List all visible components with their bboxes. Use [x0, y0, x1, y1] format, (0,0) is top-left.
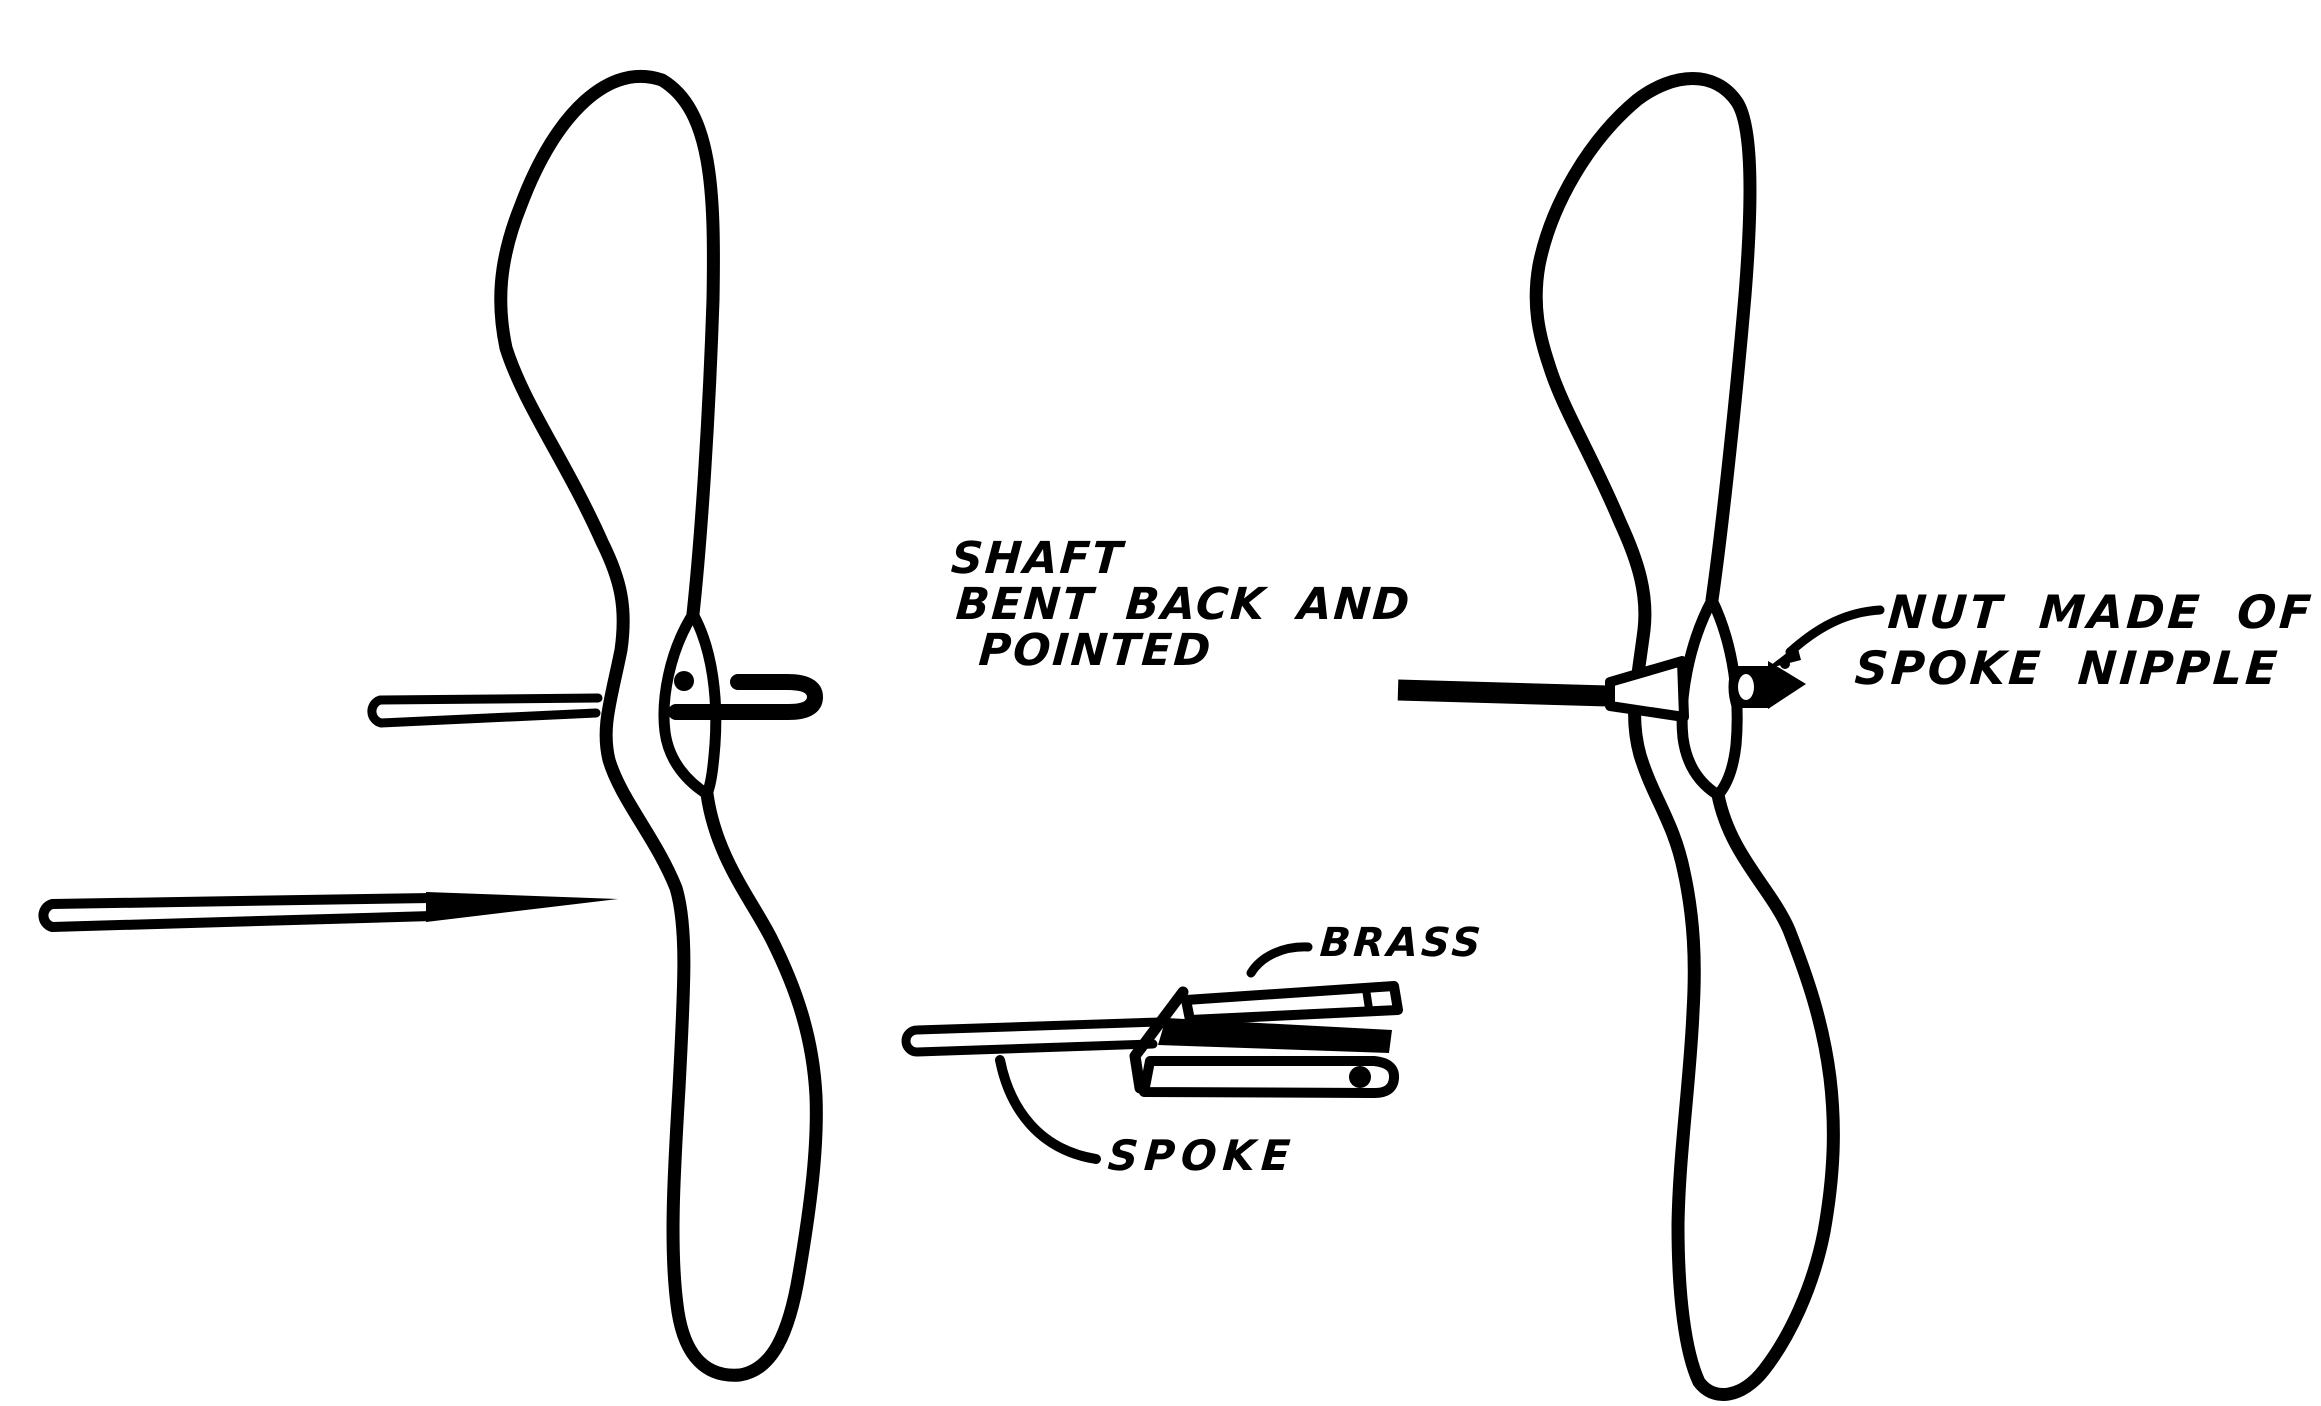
- right-propeller-shaft: [1397, 679, 1609, 707]
- right-hub-eye-left-arc: [1676, 594, 1724, 801]
- pointed-spoke: [38, 892, 618, 932]
- left-hub-eye-left-arc: [658, 608, 713, 800]
- left-hub-hole: [674, 671, 694, 691]
- shaft-point-cone: [1768, 661, 1806, 709]
- spoke-label: SPOKE: [1106, 1131, 1298, 1180]
- detail-spoke-rod: [901, 1017, 1165, 1057]
- pointed-spoke-body: [38, 893, 437, 932]
- left-propeller: [367, 69, 823, 1382]
- nut-leader-line: [1785, 605, 1885, 657]
- left-propeller-blade-outline: [494, 69, 823, 1382]
- brass-fold-middle: [1158, 1018, 1392, 1053]
- shaft-note-line1: SHAFT: [949, 533, 1126, 584]
- spoke-brass-detail: [901, 942, 1403, 1164]
- spoke-leader-line: [995, 1055, 1101, 1164]
- shaft-note: SHAFT BENT BACK AND POINTED: [943, 533, 1416, 677]
- brass-tube-lower: [1139, 1056, 1400, 1099]
- left-propeller-shaft: [367, 693, 603, 728]
- right-propeller-blade-outline: [1529, 72, 1840, 1401]
- shaft-note-line3: POINTED: [977, 625, 1215, 677]
- hub-ferrule: [1605, 656, 1689, 722]
- bent-back-hook: [668, 674, 823, 720]
- nut-note-line2: SPOKE NIPPLE: [1853, 641, 2282, 696]
- brass-tube-upper-open-end: [1362, 985, 1373, 1013]
- brass-leader-line: [1246, 942, 1313, 978]
- spoke-nipple-highlight: [1738, 674, 1754, 700]
- right-propeller: [1397, 72, 1885, 1401]
- right-hub-eye-right-arc: [1706, 594, 1743, 801]
- pointed-spoke-tip: [426, 892, 618, 922]
- brass-tube-upper: [1181, 981, 1403, 1025]
- nut-note: NUT MADE OF SPOKE NIPPLE: [1853, 584, 2316, 696]
- left-hub-eye-right-arc: [687, 608, 722, 800]
- brass-tube-hole: [1349, 1066, 1371, 1088]
- brass-fold-bend: [1129, 986, 1189, 1094]
- nut-leader-arrowhead: [1766, 645, 1801, 669]
- brass-label: BRASS: [1318, 920, 1486, 966]
- nut-note-line1: NUT MADE OF: [1886, 585, 2316, 639]
- shaft-note-line2: BENT BACK AND: [954, 579, 1413, 631]
